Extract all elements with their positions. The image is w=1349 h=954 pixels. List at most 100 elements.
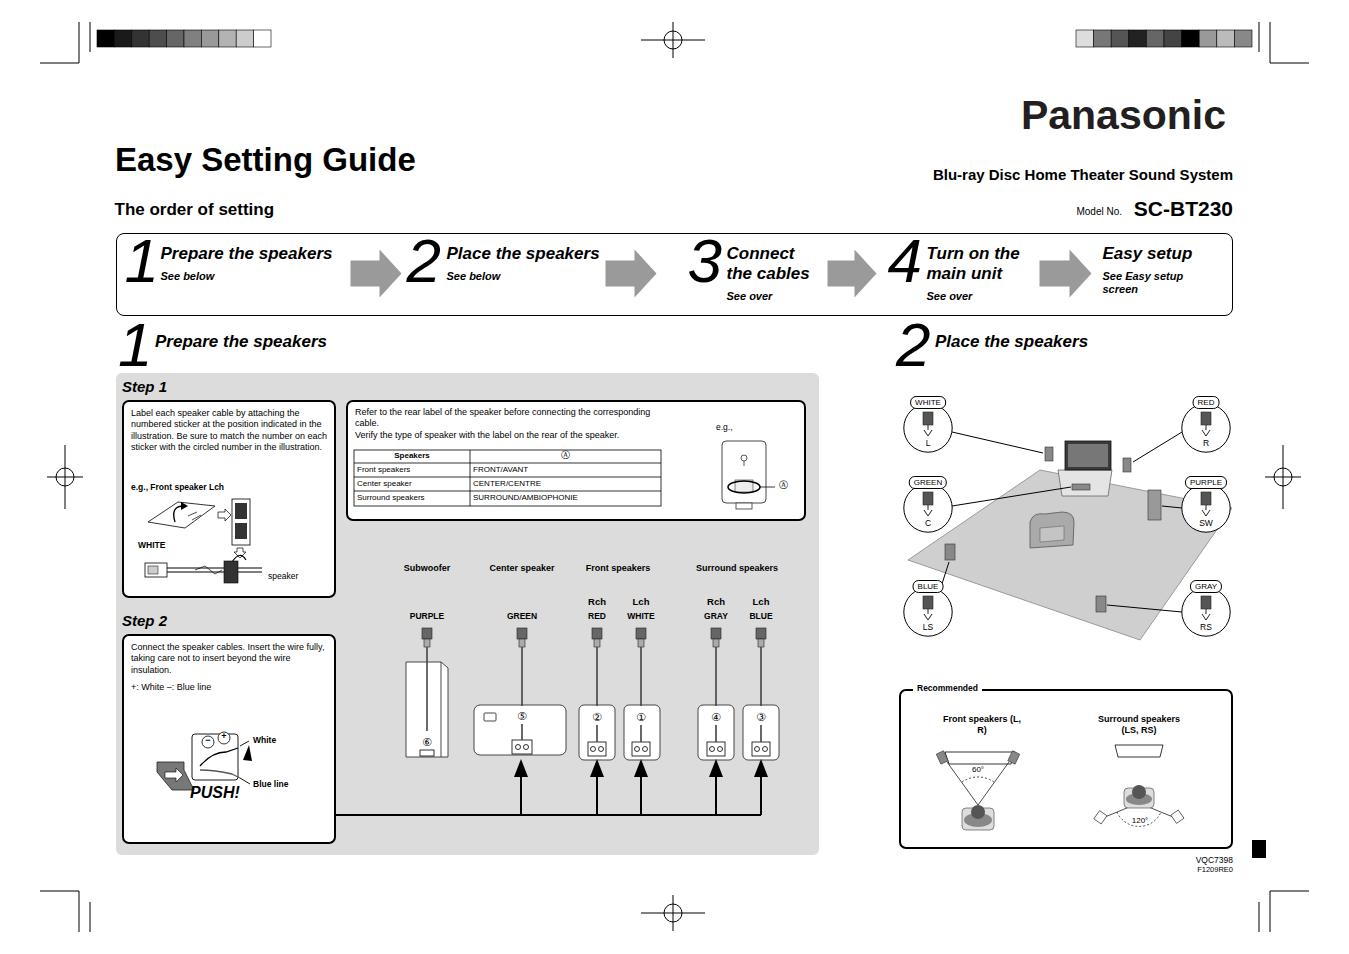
table-cell: SURROUND/AMBIOPHONIE: [473, 494, 578, 502]
table-cell: Center speaker: [357, 480, 412, 488]
plug-icon: [1201, 596, 1211, 609]
speaker-cable: [596, 647, 598, 742]
step-heading: Step 2: [122, 612, 167, 630]
step-title: Connect the cables: [727, 244, 822, 284]
crop-mark: [40, 22, 90, 63]
leader-line: [940, 432, 1182, 612]
step-number: 1: [125, 230, 159, 292]
listening-angle-figure: [945, 752, 1015, 764]
room-illustration: [1068, 444, 1108, 467]
room-illustration: [1065, 441, 1111, 470]
listening-angle-figure: [936, 745, 1184, 830]
color-tag: RED: [1193, 396, 1220, 409]
speaker-rear: [736, 503, 752, 509]
terminal-illustration: [202, 736, 214, 748]
speaker-terminal: [632, 742, 650, 756]
registration-target: [1265, 445, 1301, 509]
speaker-plug: [519, 639, 525, 647]
room-illustration: [908, 470, 1232, 640]
speaker-body: [484, 713, 496, 721]
speaker-circle: PURPLESW: [1181, 483, 1231, 533]
plug-icon: [924, 505, 932, 516]
speaker-terminal: [420, 740, 770, 756]
plug-icon: [1202, 505, 1210, 516]
speaker-plug: [592, 628, 602, 639]
polarity-note: +: White –: Blue line: [131, 682, 281, 693]
instruction-text: Connect the speaker cables. Insert the w…: [131, 642, 329, 676]
recommended-box: Recommended: [899, 689, 1233, 849]
step-item: Easy setupSee Easy setup screen: [1095, 236, 1228, 312]
color-bar: [1146, 30, 1164, 47]
speaker-terminal: [643, 747, 648, 752]
circle-outline: [904, 588, 952, 636]
listening-angle-figure: [1115, 745, 1163, 757]
speaker-body: [624, 705, 660, 760]
step-item: 2Place the speakersSee below: [405, 236, 603, 312]
circle-outline: [1182, 588, 1230, 636]
color-bar: [1199, 30, 1217, 47]
part-name: speaker: [268, 572, 298, 581]
registration-target: [47, 22, 1301, 931]
listening-angle-figure: [1094, 811, 1107, 824]
channel-label: Rch: [588, 597, 606, 607]
example-caption: e.g., Front speaker Lch: [131, 482, 224, 493]
callout-number: ②: [592, 712, 602, 723]
speaker-terminal: [524, 745, 529, 750]
listening-angle-figure: [962, 777, 994, 782]
terminal-illustration: [218, 732, 230, 744]
page-title: Easy Setting Guide: [115, 143, 416, 176]
color-bar: [1094, 30, 1112, 47]
color-tag: WHITE: [910, 396, 946, 409]
label-table: [354, 441, 775, 509]
color-tag: GREEN: [909, 476, 947, 489]
flow-arrow: [828, 250, 877, 298]
page-marker: [1252, 840, 1266, 858]
color-bar: [1234, 30, 1252, 47]
speaker-circle: WHITEL: [903, 403, 953, 453]
instruction-text: Verify the type of speaker with the labe…: [355, 430, 795, 441]
label-table: [346, 400, 806, 521]
terminal-illustration: [200, 748, 238, 766]
color-tag: PURPLE: [1185, 476, 1227, 489]
instruction-box: Refer to the rear label of the speaker b…: [346, 400, 806, 521]
sticker-illustration: [167, 568, 262, 572]
instruction-text: Refer to the rear label of the speaker b…: [355, 407, 655, 430]
room-illustration: [1072, 484, 1090, 490]
cable-color: GREEN: [507, 612, 537, 621]
speaker-terminal: [588, 742, 606, 756]
terminal-illustration: [157, 732, 252, 790]
room-illustration: [1148, 490, 1161, 520]
speaker-terminal: [516, 745, 521, 750]
connection-arrow: [590, 759, 604, 777]
speaker-plug: [636, 628, 646, 639]
cable-color: RED: [588, 612, 606, 621]
plug-icon: [923, 492, 933, 505]
step-heading: Step 1: [122, 378, 167, 396]
speaker-plug: [713, 639, 719, 647]
diagram-caption: Surround speakers (LS, RS): [1089, 714, 1189, 736]
room-illustration: [1123, 458, 1131, 472]
color-bar: [184, 30, 201, 47]
color-bar: [254, 30, 271, 47]
sticker-illustration: [122, 400, 336, 598]
speaker-terminal: [512, 740, 532, 754]
crop-mark: [1259, 22, 1309, 63]
color-bar: [149, 30, 166, 47]
color-bar: [236, 30, 253, 47]
plug-icon: [924, 609, 932, 620]
speaker-group: Center speaker: [489, 564, 554, 573]
step-item: 4Turn on the main unitSee over: [880, 236, 1037, 312]
color-bar: [1111, 30, 1129, 47]
speaker-body: [474, 705, 566, 755]
callout-number: ⑤: [517, 711, 527, 722]
channel-label: Lch: [753, 597, 770, 607]
listening-angle-figure: [1008, 751, 1020, 764]
speaker-cable: [640, 647, 642, 742]
cable-color: WHITE: [627, 612, 654, 621]
speaker-terminal: [599, 747, 604, 752]
step-item: 1Prepare the speakersSee below: [122, 236, 348, 312]
callout-number: ④: [711, 712, 721, 723]
speaker-plug: [638, 639, 644, 647]
circle-outline: [1182, 404, 1230, 452]
